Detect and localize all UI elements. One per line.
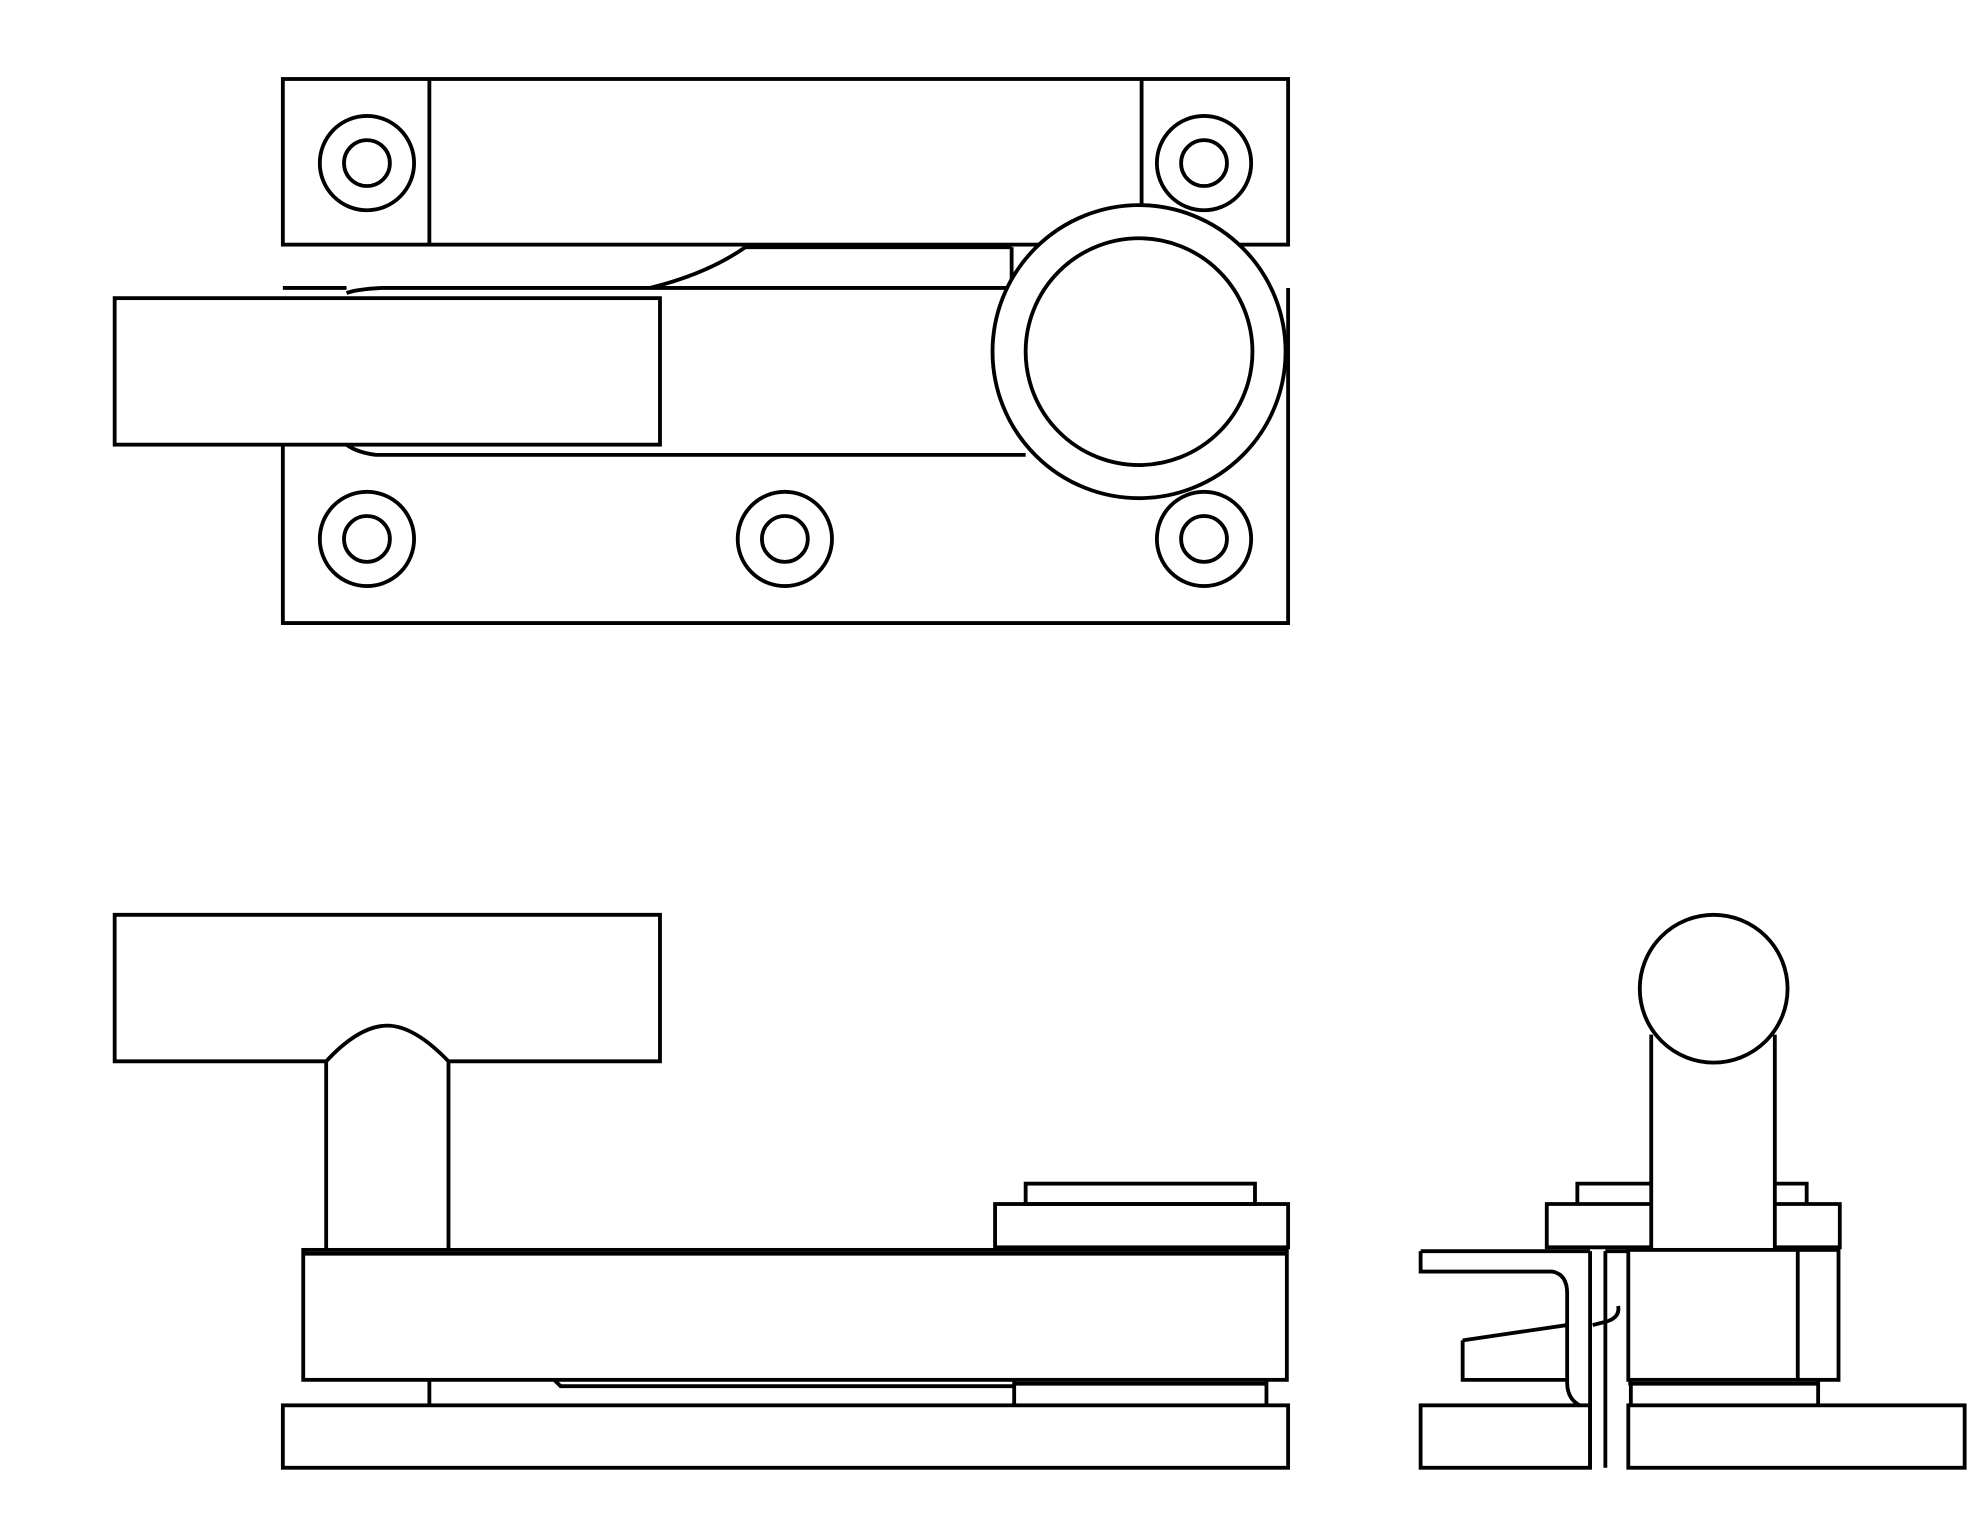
knob-side xyxy=(1544,1181,1842,1250)
screw-hole xyxy=(1154,489,1254,588)
screw-hole xyxy=(735,489,834,588)
front-view xyxy=(112,912,1291,1470)
side-divider xyxy=(1588,1251,1608,1468)
handle-stem xyxy=(324,1061,451,1250)
keeper-bracket xyxy=(1418,1249,1591,1408)
handle-shaft-side xyxy=(1649,1034,1777,1250)
top-view xyxy=(112,77,1291,625)
handle-end-side xyxy=(1637,912,1790,1065)
bolt-bar-front xyxy=(301,1247,1289,1382)
base-plate-side-left xyxy=(1418,1403,1592,1470)
bolt-head xyxy=(112,296,662,447)
lower-mounting-plate xyxy=(280,287,1291,625)
base-plate-front xyxy=(280,1403,1291,1470)
side-view xyxy=(1418,912,1967,1470)
screw-hole xyxy=(317,489,416,588)
slide-shoe xyxy=(427,1378,1269,1406)
bolt-block-side xyxy=(1626,1247,1841,1406)
knob-front xyxy=(993,1181,1291,1250)
handle-crossbar xyxy=(112,912,662,1064)
base-plate-side-right xyxy=(1626,1403,1967,1470)
screw-hole xyxy=(317,114,416,213)
knob-top xyxy=(990,203,1288,501)
screw-hole xyxy=(1154,114,1254,213)
